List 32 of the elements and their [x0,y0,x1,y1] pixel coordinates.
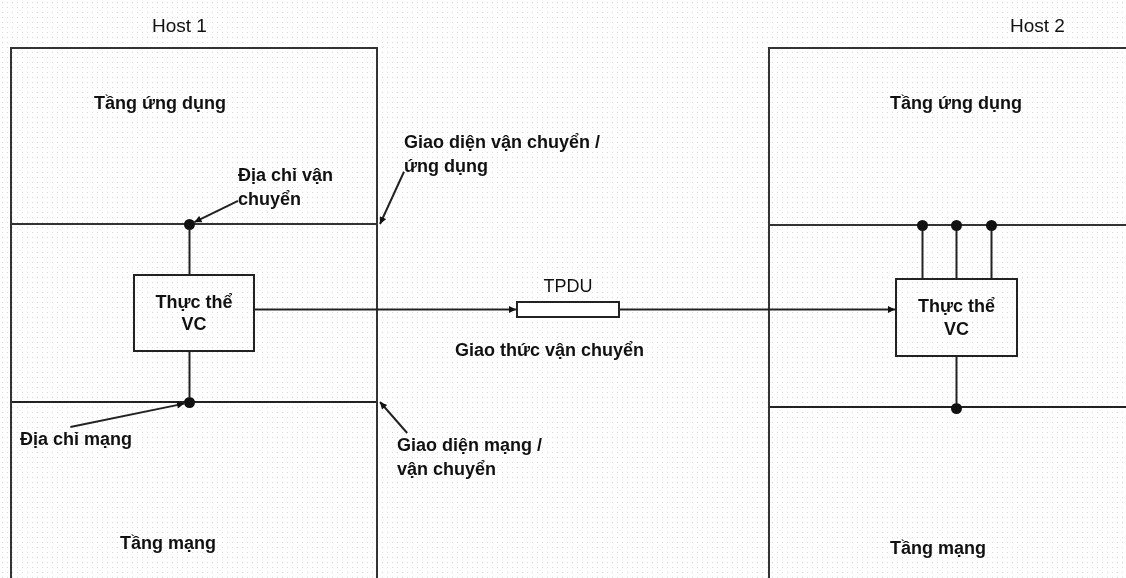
connection-dot [951,403,962,414]
annotation-label: Địa chỉ mạng [20,427,200,452]
leader-arrow [69,401,186,428]
host-title: Host 1 [152,15,207,37]
arrow [619,306,896,313]
layer-label: Tầng ứng dụng [94,93,226,114]
leader-arrow [193,199,239,224]
connector-line [921,230,924,279]
connection-dot [917,220,928,231]
annotation-label: Địa chỉ vận chuyển [238,163,350,212]
pdu-label: TPDU [542,276,594,297]
annotation-label: Giao diện mạng / vận chuyển [397,433,567,482]
connection-dot [184,397,195,408]
annotation-label: Giao diện vận chuyển / ứng dụng [404,130,619,179]
protocol-label: Giao thức vận chuyển [455,340,645,361]
connector-line [188,351,191,398]
entity-box: Thực thể VC [895,278,1018,357]
leader-arrow [379,170,405,225]
entity-box: Thực thể VC [133,274,255,352]
connection-dot [986,220,997,231]
connector-line [955,230,958,279]
leader-arrow [379,401,409,434]
layer-label: Tầng mạng [120,533,216,554]
connector-line [188,229,191,275]
arrow [254,306,517,313]
connection-dot [184,219,195,230]
connector-line [990,230,993,279]
host-title: Host 2 [1010,15,1065,37]
connector-line [955,356,958,404]
layer-label: Tầng ứng dụng [890,93,1022,114]
connection-dot [951,220,962,231]
layer-label: Tầng mạng [890,538,986,559]
